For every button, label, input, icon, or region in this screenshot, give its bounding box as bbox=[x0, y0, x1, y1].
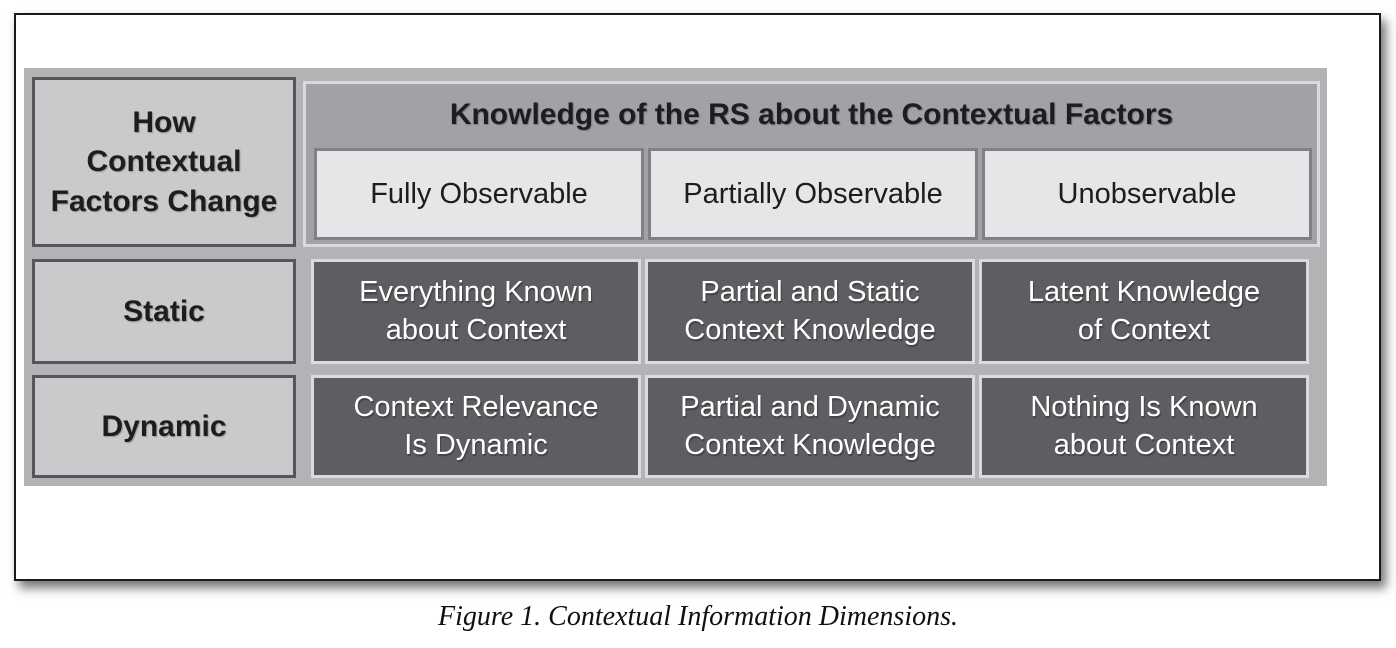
column-header-group: Knowledge of the RS about the Contextual… bbox=[303, 81, 1320, 247]
column-header-fully-observable: Fully Observable bbox=[314, 148, 644, 240]
cell-static-fully-observable: Everything Known about Context bbox=[311, 259, 641, 364]
cell-static-unobservable: Latent Knowledge of Context bbox=[979, 259, 1309, 364]
context-dimensions-table: How Contextual Factors Change Static Dyn… bbox=[24, 68, 1327, 486]
cell-dynamic-fully-observable: Context Relevance Is Dynamic bbox=[311, 375, 641, 478]
row-axis-title: How Contextual Factors Change bbox=[32, 77, 296, 247]
cell-dynamic-partially-observable: Partial and Dynamic Context Knowledge bbox=[645, 375, 975, 478]
row-label-static: Static bbox=[32, 259, 296, 364]
column-header-partially-observable: Partially Observable bbox=[648, 148, 978, 240]
cell-static-partially-observable: Partial and Static Context Knowledge bbox=[645, 259, 975, 364]
column-header-unobservable: Unobservable bbox=[982, 148, 1312, 240]
row-label-dynamic: Dynamic bbox=[32, 375, 296, 478]
column-axis-title: Knowledge of the RS about the Contextual… bbox=[449, 98, 1174, 131]
figure-caption: Figure 1. Contextual Information Dimensi… bbox=[437, 601, 959, 632]
figure-frame: How Contextual Factors Change Static Dyn… bbox=[14, 13, 1381, 581]
cell-dynamic-unobservable: Nothing Is Known about Context bbox=[979, 375, 1309, 478]
